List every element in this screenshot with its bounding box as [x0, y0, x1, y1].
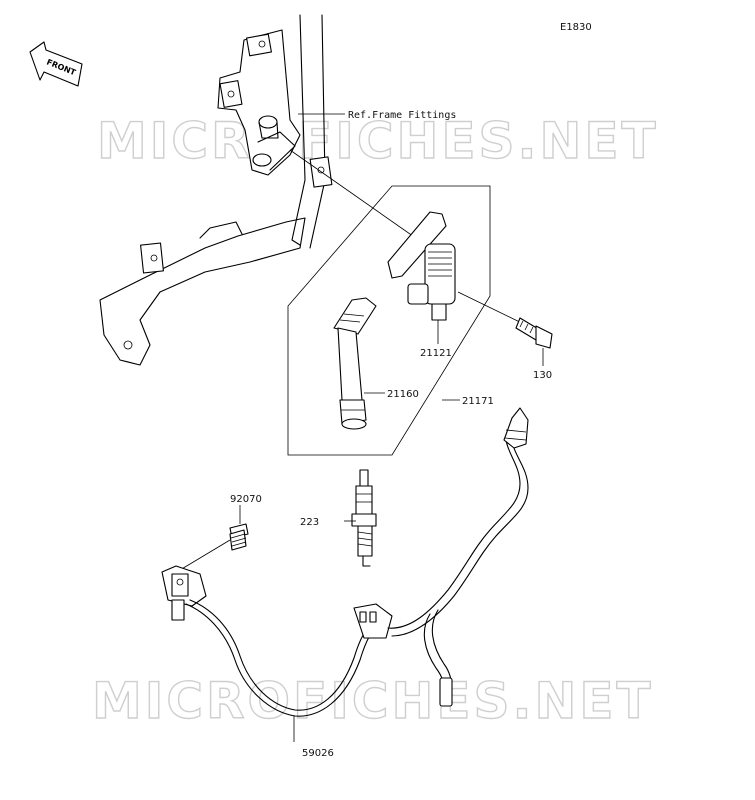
frame-fittings [99, 14, 333, 366]
part-label-59026: 59026 [302, 748, 334, 759]
spark-plug [351, 469, 377, 567]
part-label-21171: 21171 [462, 396, 494, 407]
part-label-130: 130 [533, 370, 552, 381]
pickup-screw [229, 523, 249, 551]
watermark-bottom: MICROFICHES.NET [92, 672, 654, 730]
ref-frame-label: Ref.Frame Fittings [348, 110, 456, 121]
part-label-92070: 223 [300, 517, 319, 528]
part-label-21160: 21160 [387, 389, 419, 400]
watermark-top: MICROFICHES.NET [97, 112, 659, 170]
bolt [515, 317, 553, 349]
part-label-21121: 21121 [420, 348, 452, 359]
diagram-code: E1830 [560, 22, 592, 33]
plug-cap [333, 297, 377, 430]
part-label-223: 92070 [230, 494, 262, 505]
ignition-coil [387, 211, 456, 321]
front-arrow-icon: FRONT [29, 41, 83, 87]
wire-harness [161, 407, 529, 717]
coil-assembly-box [287, 185, 491, 456]
